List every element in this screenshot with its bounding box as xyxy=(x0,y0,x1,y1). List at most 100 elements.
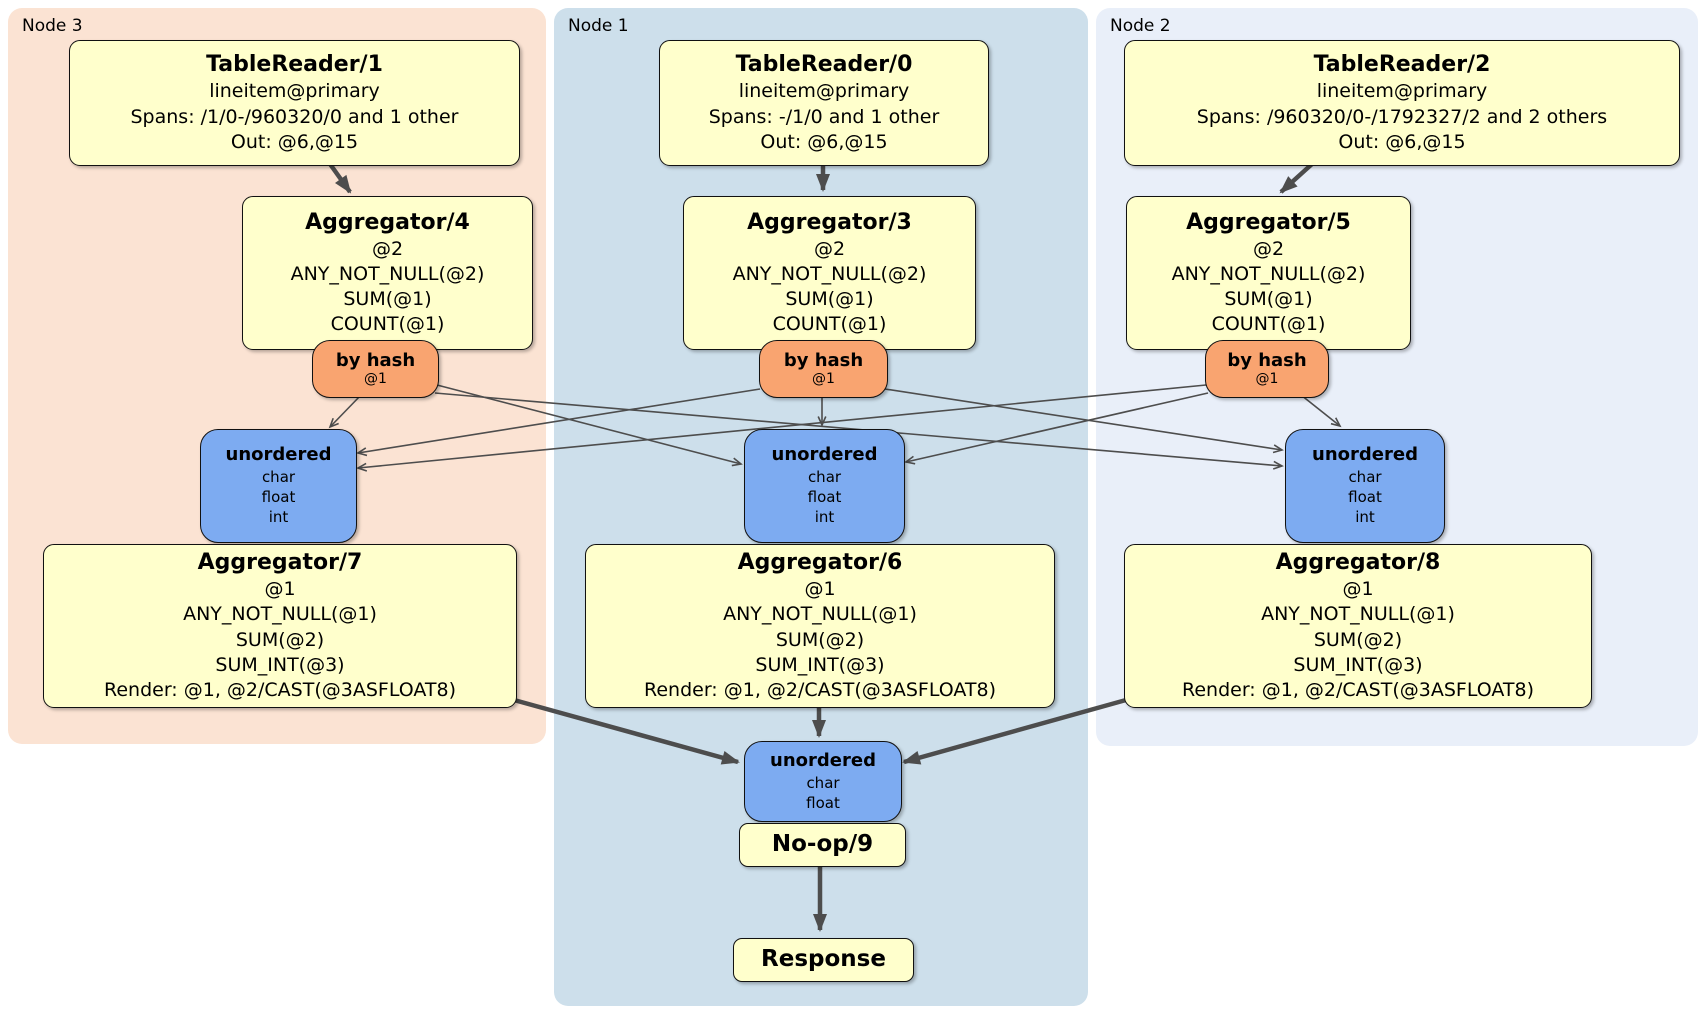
hash-router-node3-detail: @1 xyxy=(364,371,387,388)
hash-router-node1-detail: @1 xyxy=(812,371,835,388)
aggregator4-fn3: COUNT(@1) xyxy=(330,313,445,336)
aggregator6-title: Aggregator/6 xyxy=(737,550,903,576)
tablereader1-box: TableReader/1 lineitem@primary Spans: /1… xyxy=(69,40,520,166)
edge-hash2-to-unordered1 xyxy=(904,392,1209,465)
aggregator3-title: Aggregator/3 xyxy=(747,209,912,235)
aggregator7-render: Render: @1, @2/CAST(@3ASFLOAT8) xyxy=(104,678,456,701)
tablereader2-out: Out: @6,@15 xyxy=(1338,130,1466,153)
aggregator8-render: Render: @1, @2/CAST(@3ASFLOAT8) xyxy=(1182,678,1534,701)
aggregator6-fn2: SUM(@2) xyxy=(775,628,865,651)
aggregator5-group: @2 xyxy=(1252,237,1285,260)
aggregator4-fn2: SUM(@1) xyxy=(343,288,432,311)
aggregator8-box: Aggregator/8 @1 ANY_NOT_NULL(@1) SUM(@2)… xyxy=(1124,544,1592,708)
edge-hash3-to-unordered3 xyxy=(328,393,363,429)
aggregator4-title: Aggregator/4 xyxy=(305,209,470,235)
hash-router-node1: by hash @1 xyxy=(759,340,888,398)
tablereader1-out: Out: @6,@15 xyxy=(230,130,359,153)
unordered-sync-final: unordered char float xyxy=(744,741,902,822)
unordered-sync-node1-type-float: float xyxy=(807,488,842,507)
response-box: Response xyxy=(733,938,914,982)
unordered-sync-node2: unordered char float int xyxy=(1285,429,1445,543)
aggregator5-fn2: SUM(@1) xyxy=(1224,288,1313,311)
aggregator7-group: @1 xyxy=(264,578,296,601)
tablereader2-box: TableReader/2 lineitem@primary Spans: /9… xyxy=(1124,40,1680,166)
aggregator4-group: @2 xyxy=(371,237,404,260)
tablereader0-spans: Spans: -/1/0 and 1 other xyxy=(708,105,940,128)
node3-label: Node 3 xyxy=(22,16,83,36)
tablereader1-spans: Spans: /1/0-/960320/0 and 1 other xyxy=(130,105,459,128)
unordered-sync-node2-title: unordered xyxy=(1312,444,1418,466)
aggregator3-fn2: SUM(@1) xyxy=(785,288,874,311)
unordered-sync-node2-type-char: char xyxy=(1348,467,1382,486)
hash-router-node2: by hash @1 xyxy=(1205,340,1329,398)
aggregator5-box: Aggregator/5 @2 ANY_NOT_NULL(@2) SUM(@1)… xyxy=(1126,196,1411,350)
edge-hash1-to-unordered2 xyxy=(884,388,1284,454)
unordered-sync-node1-type-char: char xyxy=(807,467,842,486)
node1-label: Node 1 xyxy=(568,16,629,36)
aggregator8-fn3: SUM_INT(@3) xyxy=(1293,653,1423,676)
hash-router-node2-title: by hash xyxy=(1227,349,1307,371)
tablereader1-index: lineitem@primary xyxy=(209,80,380,103)
unordered-sync-node3-type-char: char xyxy=(261,467,296,486)
aggregator6-fn3: SUM_INT(@3) xyxy=(755,653,885,676)
unordered-sync-final-type-char: char xyxy=(806,773,840,792)
aggregator7-fn3: SUM_INT(@3) xyxy=(215,653,345,676)
aggregator6-fn1: ANY_NOT_NULL(@1) xyxy=(723,603,917,626)
aggregator7-box: Aggregator/7 @1 ANY_NOT_NULL(@1) SUM(@2)… xyxy=(43,544,517,708)
tablereader2-index: lineitem@primary xyxy=(1316,80,1488,103)
aggregator6-box: Aggregator/6 @1 ANY_NOT_NULL(@1) SUM(@2)… xyxy=(585,544,1055,708)
unordered-sync-node1-type-int: int xyxy=(814,508,835,527)
hash-router-node2-detail: @1 xyxy=(1255,371,1279,388)
tablereader1-title: TableReader/1 xyxy=(206,52,383,78)
edge-hash1-to-unordered3 xyxy=(356,388,761,457)
aggregator5-fn3: COUNT(@1) xyxy=(1211,313,1326,336)
aggregator8-group: @1 xyxy=(1342,578,1374,601)
aggregator3-box: Aggregator/3 @2 ANY_NOT_NULL(@2) SUM(@1)… xyxy=(683,196,976,350)
noop-box: No-op/9 xyxy=(739,823,906,867)
edge-tablereader1-to-aggregator4 xyxy=(328,162,352,194)
unordered-sync-final-title: unordered xyxy=(770,750,876,771)
aggregator6-render: Render: @1, @2/CAST(@3ASFLOAT8) xyxy=(644,678,996,701)
aggregator3-fn1: ANY_NOT_NULL(@2) xyxy=(732,263,927,285)
unordered-sync-node3-type-int: int xyxy=(268,508,289,527)
tablereader0-index: lineitem@primary xyxy=(738,80,910,103)
hash-router-node3-title: by hash xyxy=(335,349,416,371)
aggregator3-group: @2 xyxy=(813,237,846,260)
aggregator8-fn2: SUM(@2) xyxy=(1313,628,1403,651)
aggregator8-fn1: ANY_NOT_NULL(@1) xyxy=(1261,603,1455,626)
unordered-sync-node3-title: unordered xyxy=(225,444,332,466)
aggregator7-fn2: SUM(@2) xyxy=(235,628,325,651)
edge-hash2-to-unordered3 xyxy=(356,384,1207,472)
unordered-sync-node2-type-float: float xyxy=(1348,488,1382,507)
noop-title: No-op/9 xyxy=(771,831,874,858)
aggregator5-fn1: ANY_NOT_NULL(@2) xyxy=(1171,263,1366,285)
aggregator3-fn3: COUNT(@1) xyxy=(772,313,887,336)
aggregator4-fn1: ANY_NOT_NULL(@2) xyxy=(290,263,485,285)
aggregator6-group: @1 xyxy=(804,578,836,601)
hash-router-node1-title: by hash xyxy=(783,349,864,371)
unordered-sync-node1-title: unordered xyxy=(771,444,878,466)
aggregator8-title: Aggregator/8 xyxy=(1275,550,1441,576)
unordered-sync-node3-type-float: float xyxy=(261,488,296,507)
unordered-sync-final-type-float: float xyxy=(806,793,840,812)
tablereader0-title: TableReader/0 xyxy=(735,52,913,78)
edge-hash2-to-unordered2 xyxy=(1300,394,1342,428)
tablereader0-box: TableReader/0 lineitem@primary Spans: -/… xyxy=(659,40,989,166)
edge-tablereader2-to-aggregator5 xyxy=(1279,162,1314,194)
aggregator5-title: Aggregator/5 xyxy=(1186,209,1351,235)
unordered-sync-node3: unordered char float int xyxy=(200,429,357,543)
aggregator7-title: Aggregator/7 xyxy=(197,550,363,576)
unordered-sync-node1: unordered char float int xyxy=(744,429,905,543)
aggregator7-fn1: ANY_NOT_NULL(@1) xyxy=(183,603,377,626)
tablereader2-title: TableReader/2 xyxy=(1313,52,1491,78)
aggregator4-box: Aggregator/4 @2 ANY_NOT_NULL(@2) SUM(@1)… xyxy=(242,196,533,350)
hash-router-node3: by hash @1 xyxy=(312,340,439,398)
tablereader2-spans: Spans: /960320/0-/1792327/2 and 2 others xyxy=(1196,105,1608,128)
edge-aggregator8-to-final-unordered xyxy=(902,697,1127,765)
edge-aggregator7-to-final-unordered xyxy=(513,697,740,765)
response-title: Response xyxy=(761,946,886,973)
unordered-sync-node2-type-int: int xyxy=(1355,508,1375,527)
node2-label: Node 2 xyxy=(1110,16,1171,36)
